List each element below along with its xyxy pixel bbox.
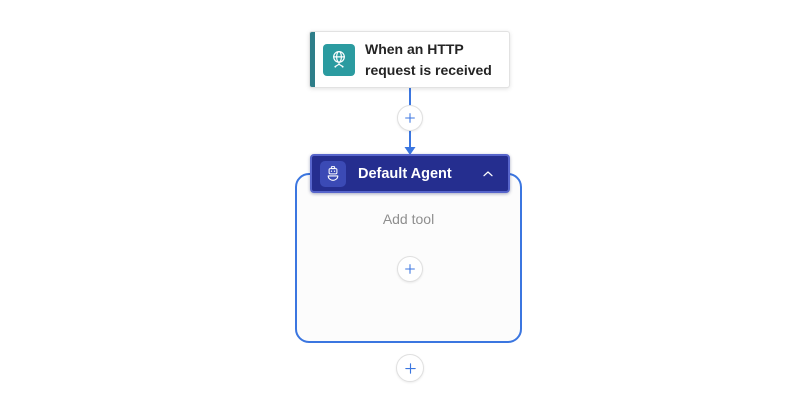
insert-step-button[interactable] <box>397 105 423 131</box>
http-request-globe-network-icon <box>323 43 355 76</box>
add-tool-button[interactable] <box>397 256 423 282</box>
agent-title: Default Agent <box>358 165 452 182</box>
chevron-up-icon <box>483 170 493 176</box>
trigger-node-http-request[interactable]: When an HTTP request is received <box>309 31 510 88</box>
add-tool-label: Add tool <box>382 211 435 227</box>
trigger-title: When an HTTP request is received <box>365 40 492 78</box>
plus-icon <box>404 362 416 374</box>
plus-icon <box>405 113 415 123</box>
agent-bot-icon <box>320 160 346 187</box>
insert-action-button[interactable] <box>396 354 424 382</box>
plus-icon <box>405 264 415 274</box>
collapse-chevron-button[interactable] <box>476 162 500 186</box>
trigger-accent-stripe <box>310 32 315 87</box>
agent-node-header[interactable]: Default Agent <box>310 154 510 193</box>
